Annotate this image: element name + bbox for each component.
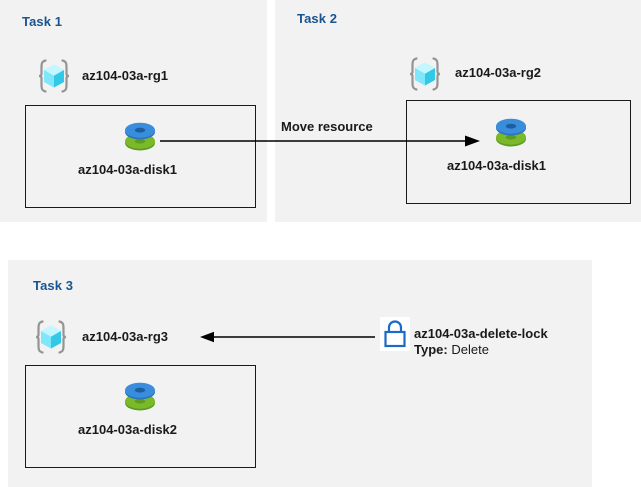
delete-lock-arrow	[200, 326, 375, 348]
delete-lock-type-key: Type:	[414, 342, 448, 357]
task-title-task1: Task 1	[22, 14, 63, 29]
task-panel-task3	[8, 260, 592, 487]
move-resource-arrow	[160, 128, 480, 154]
task-panel-task1	[0, 0, 267, 222]
disk-label-task1: az104-03a-disk1	[78, 162, 178, 177]
move-resource-label: Move resource	[281, 119, 373, 134]
resource-box-task1	[25, 105, 256, 208]
delete-lock-text-block: az104-03a-delete-lock Type: Delete	[414, 326, 548, 358]
task-panel-task2	[275, 0, 641, 222]
delete-lock-name: az104-03a-delete-lock	[414, 326, 548, 341]
task-title-task3: Task 3	[33, 278, 74, 293]
disk-label-task3: az104-03a-disk2	[78, 422, 178, 437]
resource-box-task2	[406, 100, 631, 204]
resource-group-label-task3: az104-03a-rg3	[82, 329, 168, 344]
delete-lock-type-line: Type: Delete	[414, 342, 548, 358]
azure-disk-icon	[492, 112, 530, 154]
azure-resource-group-icon	[406, 55, 444, 93]
resource-group-label-task2: az104-03a-rg2	[455, 65, 541, 80]
resource-group-label-task1: az104-03a-rg1	[82, 68, 168, 83]
lock-icon	[380, 317, 410, 351]
azure-disk-icon	[121, 376, 159, 418]
resource-box-task3	[25, 365, 256, 468]
azure-disk-icon	[121, 116, 159, 158]
delete-lock-type-value: Delete	[451, 342, 489, 357]
task-title-task2: Task 2	[297, 11, 338, 26]
azure-resource-group-icon	[32, 318, 70, 356]
azure-resource-group-icon	[35, 57, 73, 95]
disk-label-task2: az104-03a-disk1	[447, 158, 547, 173]
